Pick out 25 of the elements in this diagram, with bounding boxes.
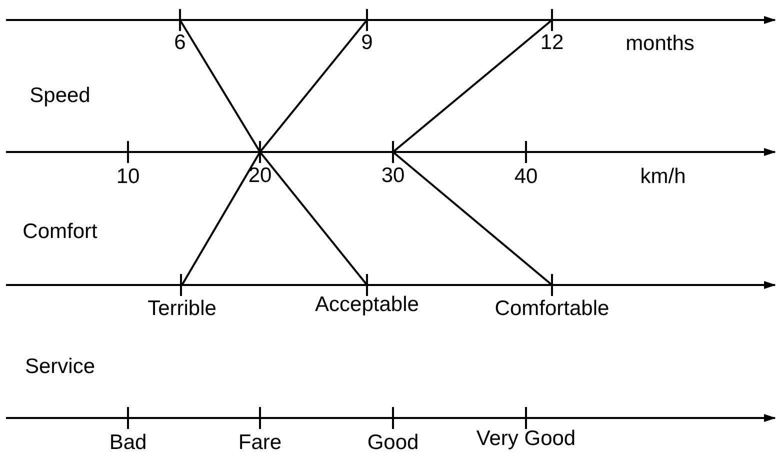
- row-label: Comfort: [22, 220, 98, 244]
- tick-label: 20: [248, 164, 272, 188]
- row-label: Speed: [30, 84, 90, 108]
- tick-label: 12: [540, 31, 564, 55]
- connector-line: [259, 151, 368, 286]
- connector-line: [392, 151, 553, 286]
- tick-label: Good: [367, 431, 419, 455]
- tick-label: 10: [116, 165, 140, 189]
- tick-label: Fare: [238, 431, 282, 455]
- connector-line: [392, 19, 553, 153]
- tick-label: 6: [174, 31, 186, 55]
- connector-line: [259, 19, 368, 153]
- unit-label: km/h: [640, 165, 686, 189]
- tick-label: Acceptable: [315, 293, 419, 317]
- tick-label: Very Good: [476, 427, 576, 451]
- connector-line: [179, 19, 261, 153]
- row-label: Service: [24, 355, 96, 379]
- tick-label: 9: [361, 31, 373, 55]
- tick-label: Bad: [109, 431, 147, 455]
- tick-label: 30: [381, 164, 405, 188]
- tick-label: Comfortable: [494, 297, 610, 321]
- tick-label: Terrible: [148, 297, 216, 321]
- unit-label: months: [626, 32, 694, 56]
- tick-label: 40: [514, 165, 538, 189]
- connector-line: [181, 152, 261, 286]
